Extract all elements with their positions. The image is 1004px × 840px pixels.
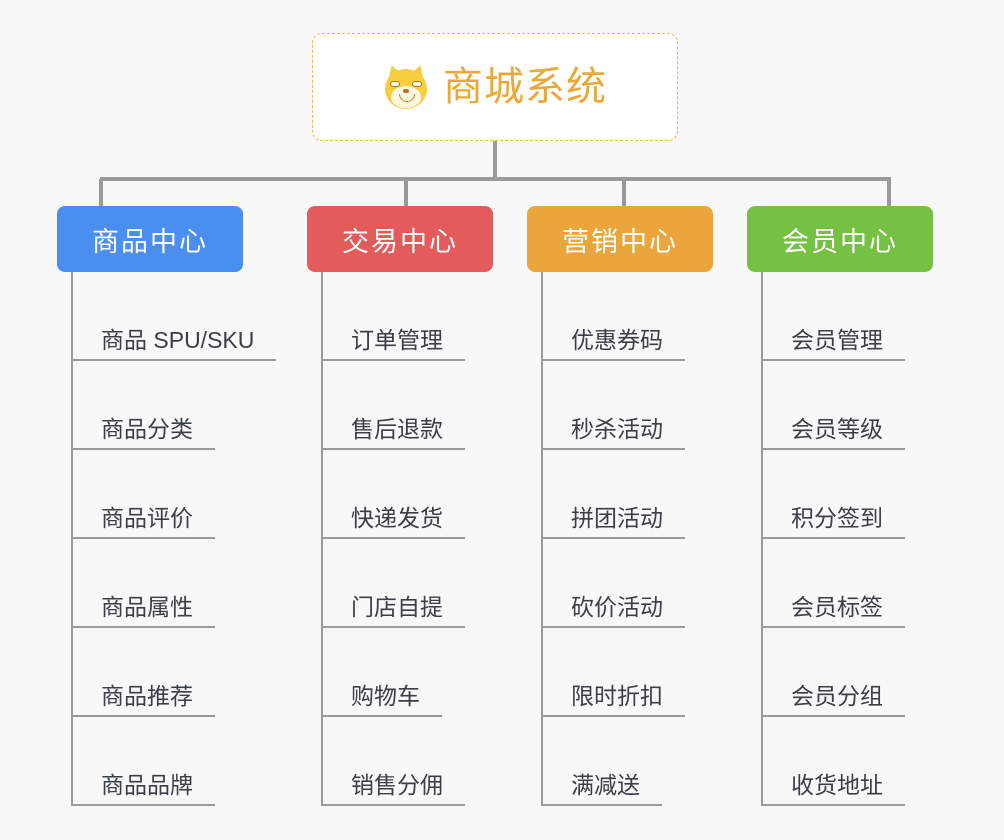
list-item[interactable]: 订单管理: [323, 272, 493, 361]
leaf-label: 销售分佣: [323, 772, 465, 806]
list-item[interactable]: 售后退款: [323, 361, 493, 450]
shiba-dog-face-icon: [383, 62, 429, 110]
list-item[interactable]: 满减送: [543, 717, 713, 806]
leaf-label: 商品属性: [73, 594, 215, 628]
leaf-label: 商品品牌: [73, 772, 215, 806]
list-item[interactable]: 商品推荐: [73, 628, 276, 717]
branch-trade: 交易中心 订单管理 售后退款 快递发货 门店自提 购物车 销售分佣: [307, 206, 493, 806]
list-item[interactable]: 商品 SPU/SKU: [73, 272, 277, 361]
list-item[interactable]: 会员管理: [763, 272, 933, 361]
list-item[interactable]: 商品评价: [73, 450, 276, 539]
branch-member: 会员中心 会员管理 会员等级 积分签到 会员标签 会员分组 收货地址: [747, 206, 933, 806]
list-item[interactable]: 优惠券码: [543, 272, 713, 361]
leaf-label: 秒杀活动: [543, 416, 685, 450]
list-item[interactable]: 商品分类: [73, 361, 276, 450]
leaf-label: 会员等级: [763, 416, 905, 450]
leaf-label: 商品推荐: [73, 683, 215, 717]
branch-header-trade[interactable]: 交易中心: [307, 206, 493, 272]
list-item[interactable]: 拼团活动: [543, 450, 713, 539]
list-item[interactable]: 快递发货: [323, 450, 493, 539]
list-item[interactable]: 门店自提: [323, 539, 493, 628]
list-item[interactable]: 秒杀活动: [543, 361, 713, 450]
leaf-label: 门店自提: [323, 594, 465, 628]
list-item[interactable]: 商品属性: [73, 539, 276, 628]
list-item[interactable]: 会员等级: [763, 361, 933, 450]
leaf-label: 优惠券码: [543, 327, 685, 361]
branch-header-member[interactable]: 会员中心: [747, 206, 933, 272]
list-item[interactable]: 会员标签: [763, 539, 933, 628]
list-item[interactable]: 销售分佣: [323, 717, 493, 806]
leaf-label: 会员分组: [763, 683, 905, 717]
list-item[interactable]: 砍价活动: [543, 539, 713, 628]
list-item[interactable]: 积分签到: [763, 450, 933, 539]
leaf-label: 拼团活动: [543, 505, 685, 539]
branch-header-label: 商品中心: [92, 226, 208, 257]
leaf-label: 收货地址: [763, 772, 905, 806]
branch-header-label: 交易中心: [342, 226, 458, 257]
branch-market: 营销中心 优惠券码 秒杀活动 拼团活动 砍价活动 限时折扣 满减送: [527, 206, 713, 806]
leaf-label: 砍价活动: [543, 594, 685, 628]
leaf-label: 商品 SPU/SKU: [73, 327, 277, 361]
leaf-label: 限时折扣: [543, 683, 685, 717]
leaf-label: 积分签到: [763, 505, 905, 539]
branch-header-market[interactable]: 营销中心: [527, 206, 713, 272]
leaf-label: 售后退款: [323, 416, 465, 450]
leaf-label: 订单管理: [323, 327, 465, 361]
leaf-label: 会员标签: [763, 594, 905, 628]
root-title: 商城系统: [443, 65, 607, 109]
branch-header-label: 会员中心: [782, 226, 898, 257]
leaf-list-product: 商品 SPU/SKU 商品分类 商品评价 商品属性 商品推荐 商品品牌: [71, 272, 277, 806]
root-node[interactable]: 商城系统: [312, 33, 678, 141]
branch-product: 商品中心 商品 SPU/SKU 商品分类 商品评价 商品属性 商品推荐 商品品牌: [57, 206, 277, 806]
leaf-list-member: 会员管理 会员等级 积分签到 会员标签 会员分组 收货地址: [761, 272, 933, 806]
leaf-list-trade: 订单管理 售后退款 快递发货 门店自提 购物车 销售分佣: [321, 272, 493, 806]
list-item[interactable]: 收货地址: [763, 717, 933, 806]
leaf-label: 商品评价: [73, 505, 215, 539]
leaf-label: 快递发货: [323, 505, 465, 539]
leaf-label: 购物车: [323, 683, 442, 717]
leaf-label: 会员管理: [763, 327, 905, 361]
branch-header-label: 营销中心: [562, 226, 678, 257]
list-item[interactable]: 商品品牌: [73, 717, 276, 806]
list-item[interactable]: 限时折扣: [543, 628, 713, 717]
leaf-label: 满减送: [543, 772, 662, 806]
list-item[interactable]: 会员分组: [763, 628, 933, 717]
list-item[interactable]: 购物车: [323, 628, 493, 717]
branch-header-product[interactable]: 商品中心: [57, 206, 243, 272]
leaf-label: 商品分类: [73, 416, 215, 450]
leaf-list-market: 优惠券码 秒杀活动 拼团活动 砍价活动 限时折扣 满减送: [541, 272, 713, 806]
